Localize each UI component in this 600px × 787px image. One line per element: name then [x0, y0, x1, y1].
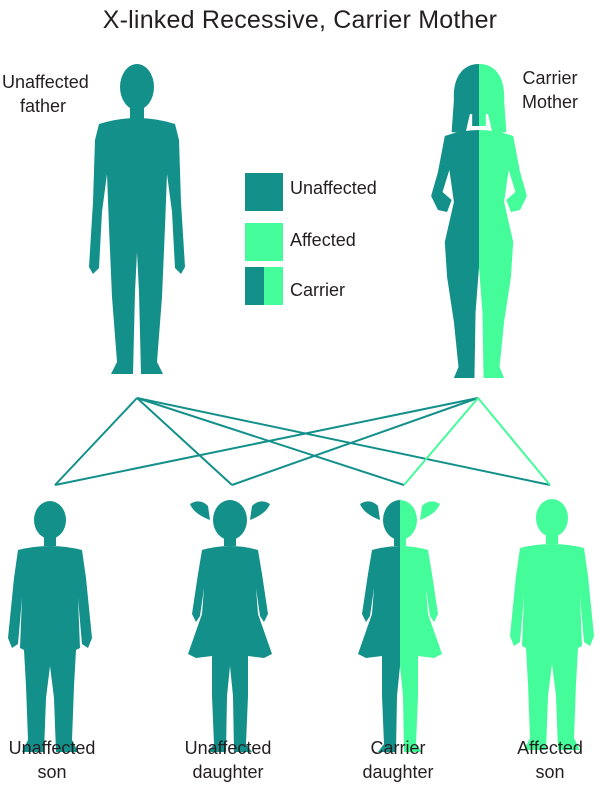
legend — [245, 173, 283, 305]
child-figure-3 — [358, 500, 442, 752]
mother-line-2 — [231, 397, 479, 486]
child-label-1-line1: Unaffected — [8, 738, 96, 758]
child-label-2: Unaffected daughter — [180, 736, 276, 784]
child-figure-2 — [188, 500, 272, 752]
child-label-2-line2: daughter — [192, 762, 264, 782]
father-line-1 — [54, 397, 138, 486]
mother-line-4 — [477, 397, 551, 486]
legend-label-affected: Affected — [290, 230, 356, 250]
father-label: Unaffected father — [2, 70, 89, 118]
father-label-line2: father — [19, 96, 67, 116]
child-label-4-line1: Affected — [517, 738, 583, 758]
father-figure — [89, 64, 185, 374]
father-line-4 — [136, 397, 551, 486]
legend-swatch-affected — [245, 223, 283, 261]
father-label-line1: Unaffected — [2, 72, 89, 92]
legend-swatch-carrier-left — [245, 267, 264, 305]
child-figure-4 — [510, 499, 594, 750]
mother-line-3 — [403, 397, 479, 486]
child-label-4: Affected son — [510, 736, 590, 784]
diagram-title: X-linked Recessive, Carrier Mother — [102, 6, 498, 34]
child-label-1: Unaffected son — [6, 736, 98, 784]
mother-label: Carrier Mother — [510, 66, 590, 114]
child-label-4-line2: son — [535, 762, 565, 782]
legend-label-carrier: Carrier — [290, 280, 346, 300]
legend-swatch-unaffected — [245, 173, 283, 211]
child-label-3-line2: daughter — [362, 762, 434, 782]
father-line-2 — [136, 397, 233, 486]
child-label-3-line1: Carrier — [370, 738, 426, 758]
child-label-3: Carrier daughter — [353, 736, 443, 784]
child-label-2-line1: Unaffected — [184, 738, 272, 758]
legend-label-unaffected: Unaffected — [290, 178, 377, 198]
inheritance-lines — [54, 397, 551, 486]
child-figure-1 — [8, 501, 92, 752]
mother-label-line2: Mother — [521, 92, 579, 112]
mother-line-1 — [54, 397, 479, 486]
legend-swatch-carrier-right — [264, 267, 283, 305]
mother-label-line1: Carrier — [522, 68, 578, 88]
child-label-1-line2: son — [37, 762, 67, 782]
